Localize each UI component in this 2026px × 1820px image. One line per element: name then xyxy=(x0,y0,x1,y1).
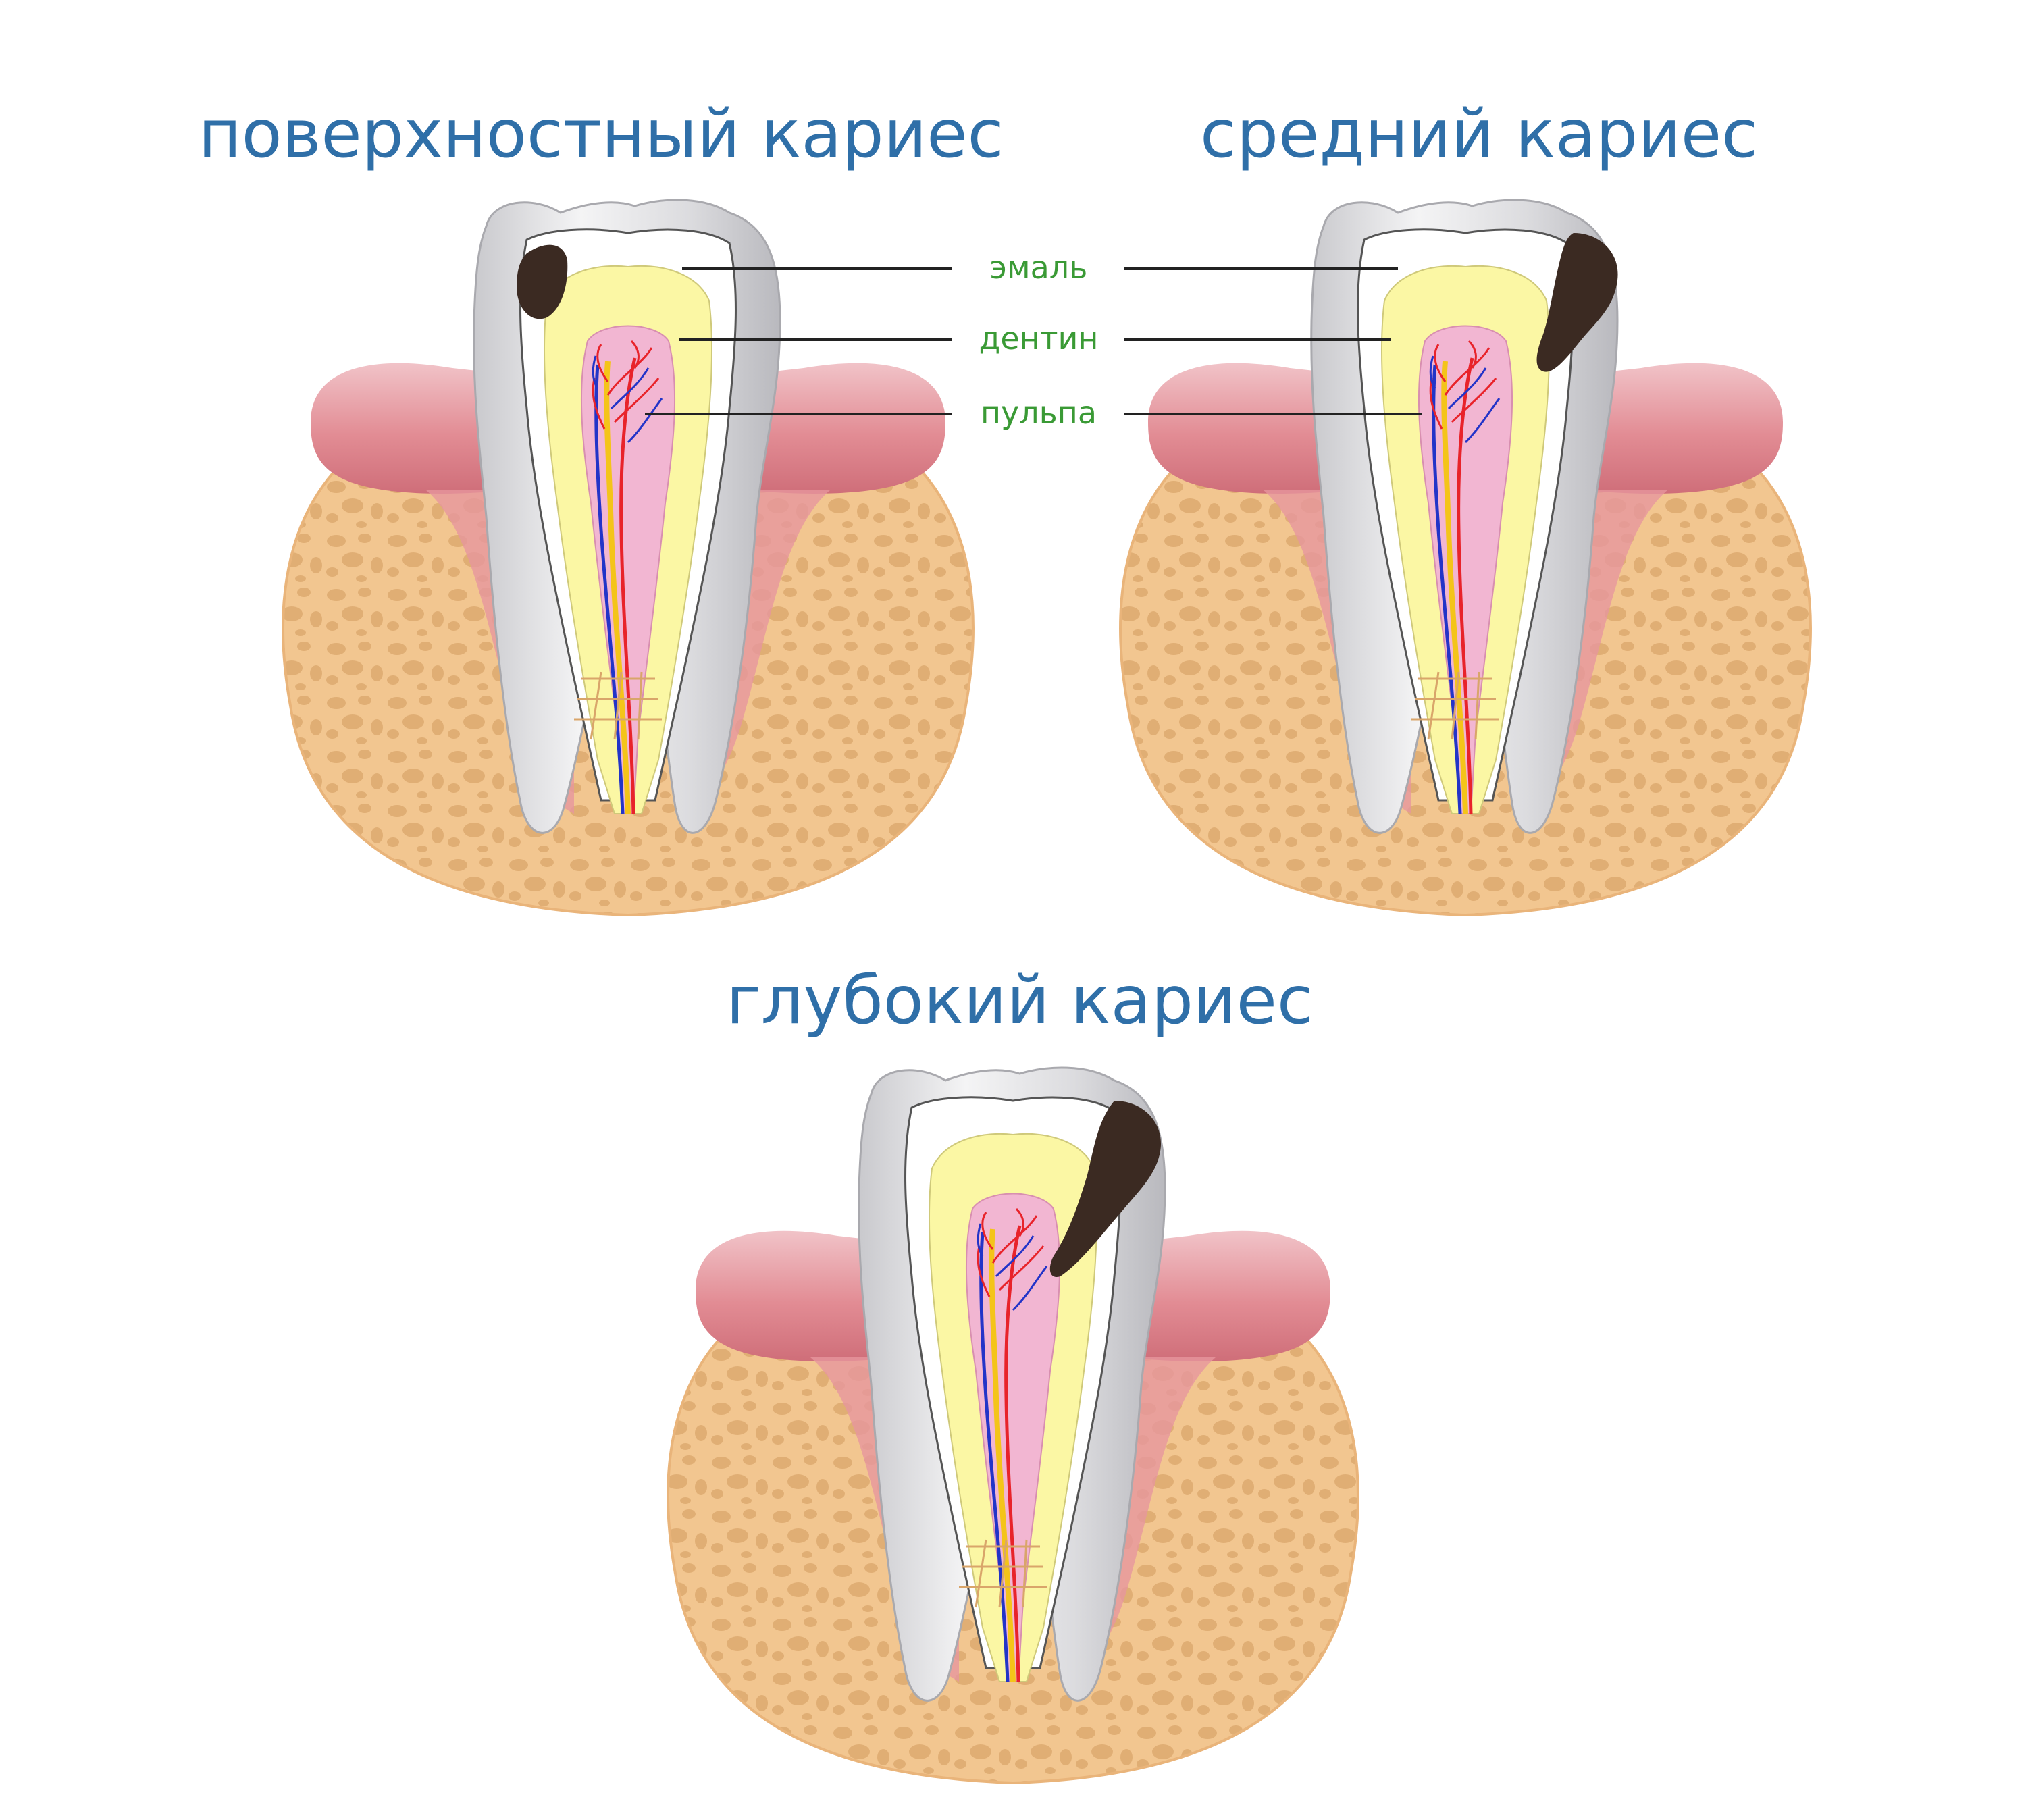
panel-title-medium-caries: средний кариес xyxy=(1200,96,1758,173)
panel-title-deep-caries: глубокий кариес xyxy=(726,962,1314,1039)
tooth-deep-caries xyxy=(668,1068,1358,1783)
caries-lesion-superficial xyxy=(517,244,568,319)
tooth-superficial-caries xyxy=(283,200,973,915)
caries-lesion-medium xyxy=(1536,233,1618,372)
tooth-medium-caries xyxy=(1120,200,1811,915)
caries-lesion-deep xyxy=(1049,1101,1162,1277)
leader-lines xyxy=(645,267,1422,415)
label-enamel: эмаль xyxy=(990,249,1088,286)
label-dentin: дентин xyxy=(979,320,1099,357)
panel-title-superficial-caries: поверхностный кариес xyxy=(199,96,1004,173)
label-pulp: пульпа xyxy=(981,394,1097,431)
